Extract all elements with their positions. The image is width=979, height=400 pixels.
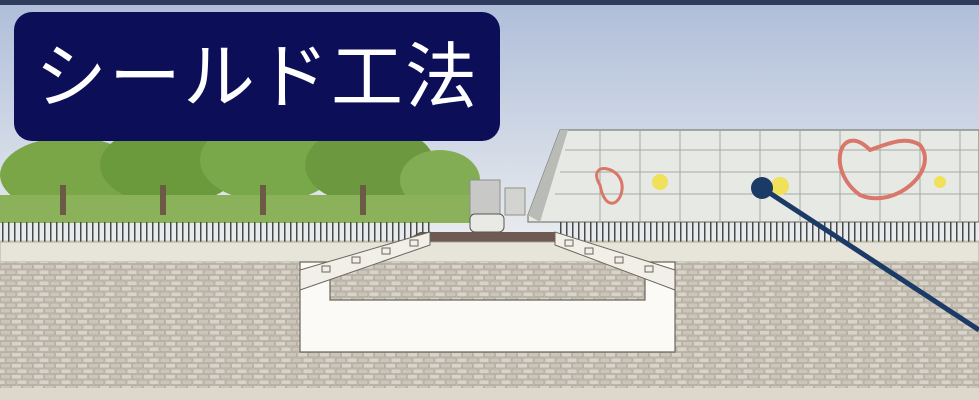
trees (0, 118, 480, 223)
title-badge: シールド工法 (14, 12, 500, 141)
top-border (0, 0, 979, 5)
fence-right (560, 222, 979, 242)
pointer-dot (751, 177, 773, 199)
pointer (751, 177, 979, 333)
title-text: シールド工法 (34, 34, 479, 119)
car (469, 213, 505, 233)
fence-left (0, 222, 430, 242)
building (527, 129, 979, 223)
